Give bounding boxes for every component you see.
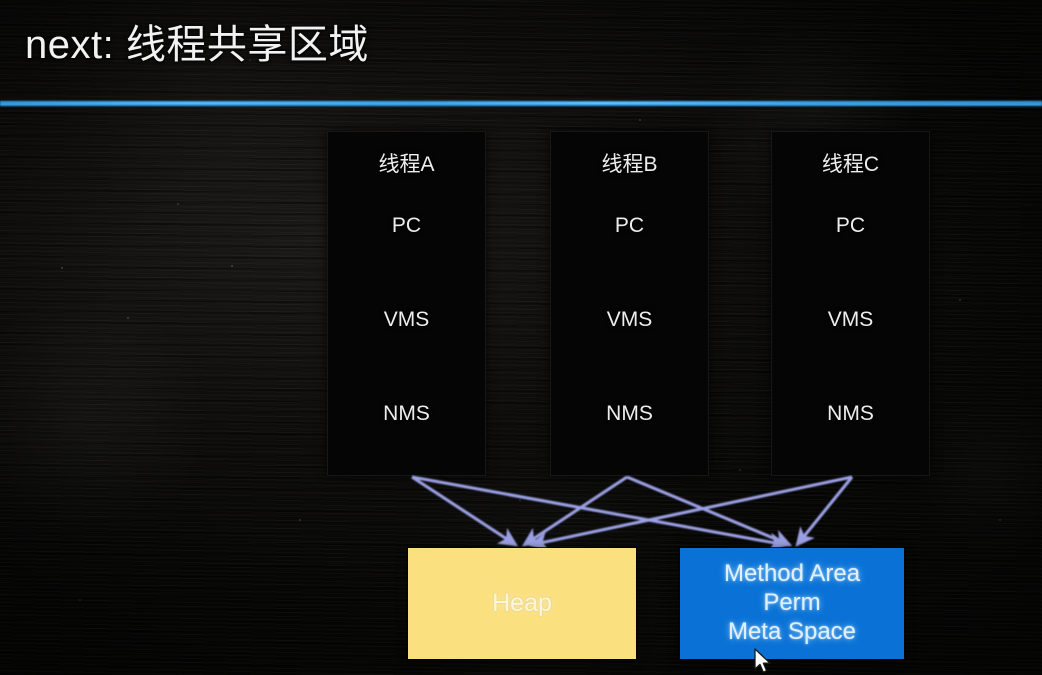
thread-box-b: 线程B PC VMS NMS bbox=[551, 132, 708, 475]
method-area-label: Method Area bbox=[723, 560, 861, 588]
perm-label: Perm bbox=[763, 589, 821, 617]
thread-box-a-pc: PC bbox=[391, 214, 422, 237]
thread-box-a-title: 线程A bbox=[378, 153, 435, 176]
heap-box: Heap bbox=[408, 548, 636, 659]
thread-box-a-nms: NMS bbox=[383, 402, 430, 425]
heap-label: Heap bbox=[492, 589, 552, 617]
thread-box-a-vms: VMS bbox=[383, 308, 430, 331]
thread-box-b-title: 线程B bbox=[601, 153, 658, 176]
thread-box-c: 线程C PC VMS NMS bbox=[772, 132, 929, 475]
page-title: next: 线程共享区域 bbox=[25, 23, 369, 67]
thread-box-c-pc: PC bbox=[835, 214, 866, 237]
thread-box-c-title: 线程C bbox=[821, 153, 880, 176]
thread-box-b-pc: PC bbox=[614, 214, 645, 237]
method-area-box: Method Area Perm Meta Space bbox=[680, 548, 904, 659]
thread-box-b-vms: VMS bbox=[606, 308, 653, 331]
thread-box-a: 线程A PC VMS NMS bbox=[328, 132, 485, 475]
title-underline-divider bbox=[0, 100, 1042, 107]
thread-box-c-nms: NMS bbox=[827, 402, 874, 425]
meta-space-label: Meta Space bbox=[727, 617, 857, 645]
thread-box-b-nms: NMS bbox=[606, 402, 653, 425]
thread-box-c-vms: VMS bbox=[827, 308, 874, 331]
